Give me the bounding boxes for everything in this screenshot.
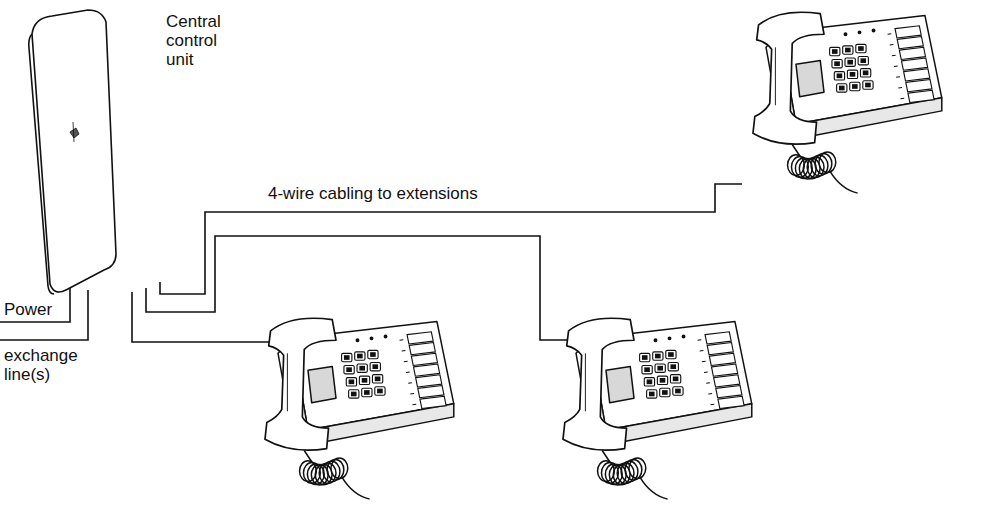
node-heading: Central control unit xyxy=(166,12,246,69)
line-label: Power xyxy=(4,300,84,319)
extension-wire xyxy=(132,292,278,342)
telephone xyxy=(753,12,942,193)
extension-wire xyxy=(160,184,742,294)
telephone xyxy=(563,318,752,499)
control-unit-housing xyxy=(18,4,138,304)
exchange-wire xyxy=(0,290,88,340)
line-label: exchange line(s) xyxy=(4,346,94,384)
telephone xyxy=(265,318,454,499)
cable-label: 4-wire cabling to extensions xyxy=(268,184,608,203)
extension-wire xyxy=(146,236,590,340)
control-unit: Central control unit xyxy=(18,4,258,304)
